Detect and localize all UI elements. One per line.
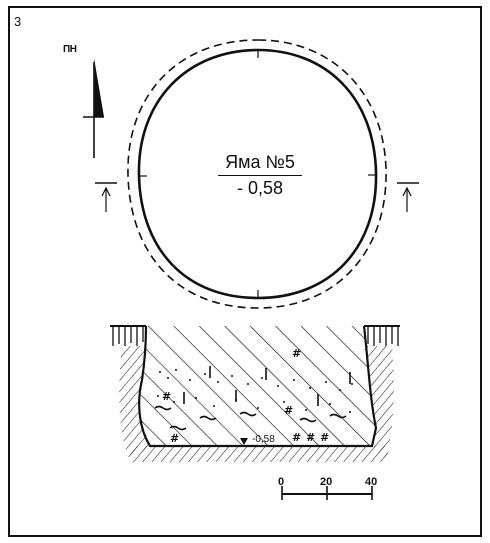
north-label: ПН (63, 44, 77, 55)
pit-plan (127, 39, 387, 309)
figure-number: 3 (14, 14, 22, 29)
scale-tick-20: 20 (320, 476, 333, 488)
pit-outline-outer (127, 39, 387, 309)
pit-name: Яма №5 (225, 152, 295, 172)
section-marker-left (95, 182, 117, 212)
scale-bar (281, 486, 373, 500)
svg-text:#: # (162, 390, 171, 403)
scale-tick-0: 0 (278, 476, 285, 488)
pit-elevation: - 0,58 (236, 178, 284, 198)
depth-marker-icon (240, 438, 248, 445)
svg-text:#: # (284, 404, 293, 417)
section-depth-label: -0,58 (252, 434, 275, 445)
svg-text:#: # (306, 431, 315, 444)
section-marker-right (397, 182, 419, 212)
north-arrow-icon (83, 58, 104, 158)
svg-text:#: # (292, 347, 301, 360)
svg-text:#: # (320, 431, 329, 444)
pit-section: # # # # # # # (110, 325, 400, 462)
pit-label-rule (218, 175, 302, 176)
svg-text:#: # (170, 432, 179, 445)
scale-tick-40: 40 (365, 476, 378, 488)
pit-label: Яма №5 - 0,58 (190, 152, 330, 199)
svg-text:#: # (292, 431, 301, 444)
